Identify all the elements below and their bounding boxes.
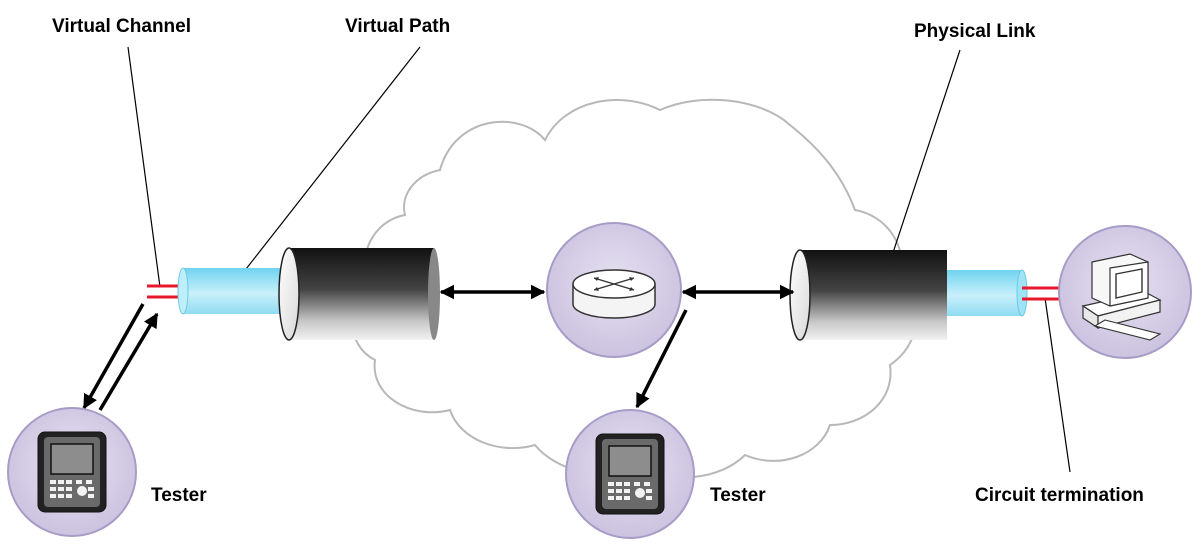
left-tester-label: Tester xyxy=(151,485,207,506)
tester-device-icon xyxy=(37,431,107,513)
circuit-termination-label: Circuit termination xyxy=(975,485,1144,506)
router-node xyxy=(546,222,682,358)
virtual-channel-right xyxy=(1022,286,1060,301)
arrow-router-to-center-tester xyxy=(635,309,688,409)
physical-link-label: Physical Link xyxy=(914,21,1036,42)
computer-node xyxy=(1058,225,1192,359)
virtual-path-leader xyxy=(227,46,421,293)
center-tester-label: Tester xyxy=(710,485,766,506)
physical-link-right-cylinder xyxy=(789,249,947,341)
left-tester-node xyxy=(7,407,137,537)
tester-device-icon xyxy=(595,433,665,515)
virtual-path-right-cable xyxy=(947,269,1028,317)
virtual-path-left-cable xyxy=(177,267,289,315)
physical-link-left-cylinder xyxy=(278,247,440,341)
virtual-channel-leader xyxy=(127,46,161,288)
arrow-to-left-tester xyxy=(82,303,145,410)
circuit-termination-leader xyxy=(1044,297,1071,473)
center-tester-node xyxy=(565,409,695,539)
computer-icon xyxy=(1081,253,1162,341)
router-icon xyxy=(572,269,656,319)
virtual-channel-label: Virtual Channel xyxy=(52,16,192,37)
virtual-path-label: Virtual Path xyxy=(345,16,451,37)
arrow-from-left-tester xyxy=(98,312,159,411)
